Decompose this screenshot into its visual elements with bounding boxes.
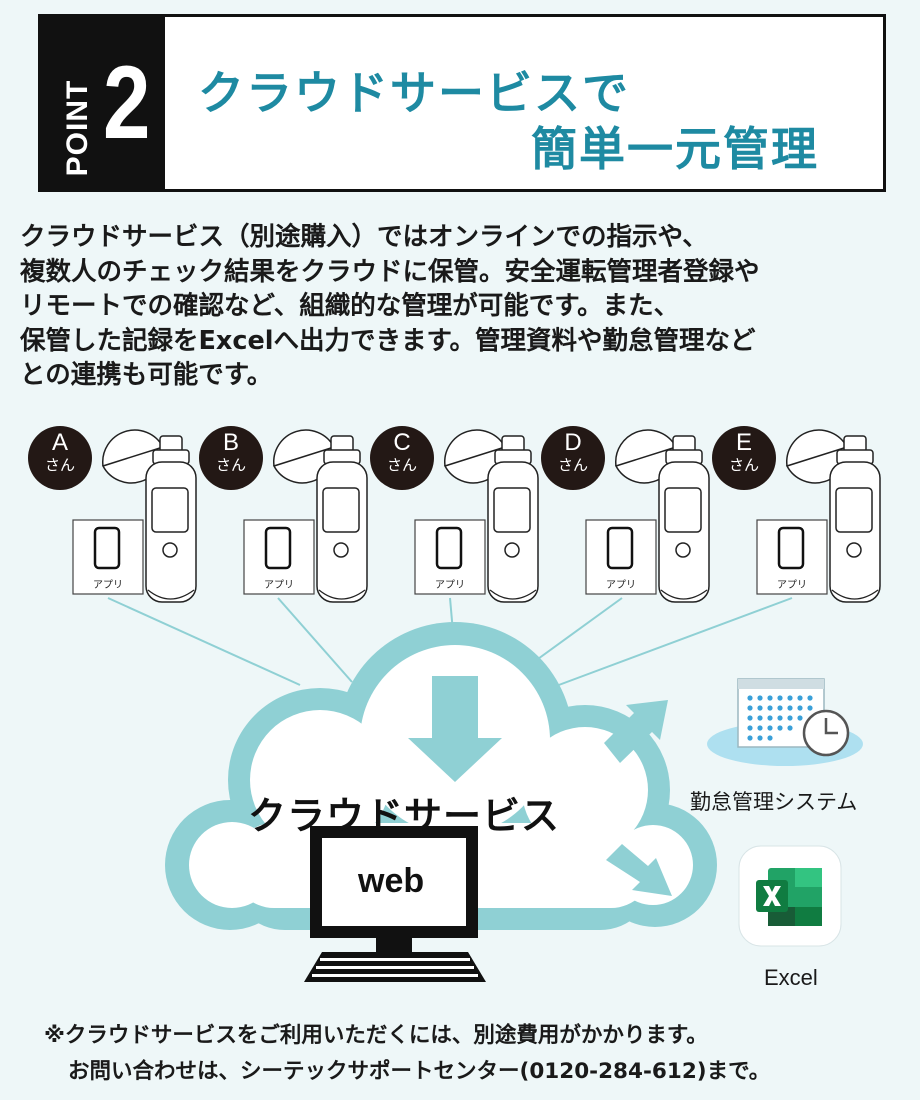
person-letter: E [735,429,752,456]
person-avatar [199,426,263,490]
app-label: アプリ [606,580,636,591]
breathalyzer-device-icon [487,435,539,603]
attendance-system-icon [707,678,863,766]
intro-line: との連携も可能です。 [20,360,273,390]
person-letter: D [564,429,582,456]
breathalyzer-device-icon [316,435,368,603]
point-badge: POINT 2 [41,17,165,189]
header-title-line1: クラウドサービスで [198,66,630,120]
arrow-to-attendance-icon [604,700,668,763]
app-label: アプリ [777,580,807,591]
note-contact: お問い合わせは、シーテックサポートセンター(0120-284-612)まで。 [68,1059,771,1084]
person-avatar [370,426,434,490]
person-group-d [541,426,710,603]
person-san: さん [44,456,75,474]
person-san: さん [557,456,588,474]
connection-line-a [107,597,301,686]
intro-line: 複数人のチェック結果をクラウドに保管。安全運転管理者登録や [20,256,760,287]
smartphone-icon [93,526,121,570]
smartphone-icon [606,526,634,570]
smartphone-icon [777,526,805,570]
person-san: さん [215,456,246,474]
person-group-e [712,426,881,603]
breathalyzer-device-icon [145,435,197,603]
person-group-c [370,426,539,603]
intro-line: リモートでの確認など、組織的な管理が可能です。また、 [20,291,680,321]
header-title-line2: 簡単一元管理 [531,122,819,176]
person-group-b [199,426,368,603]
connection-line-e [539,597,793,693]
person-san: さん [728,456,759,474]
intro-line: クラウドサービス（別途購入）ではオンラインでの指示や、 [20,222,708,252]
app-label: アプリ [435,580,465,591]
computer-icon [304,826,486,982]
person-letter: C [393,429,411,456]
attendance-system-label: 勤怠管理システム [690,790,858,814]
cloud-service-label: クラウドサービス [248,794,561,838]
connection-lines [107,597,793,693]
person-avatar [712,426,776,490]
smartphone-icon [264,526,292,570]
intro-line: 保管した記録をExcelへ出力できます。管理資料や勤怠管理など [20,325,756,356]
breathalyzer-device-icon [658,435,710,603]
person-letter: A [51,429,68,456]
point-header: POINT 2 クラウドサービスで 簡単一元管理 [38,14,886,192]
app-label: アプリ [93,580,123,591]
web-label: web [358,862,425,900]
excel-icon [738,845,842,947]
person-avatar [28,426,92,490]
people-group [28,426,881,603]
smartphone-icon [435,526,463,570]
connection-line-b [277,597,353,683]
excel-label: Excel [764,965,818,990]
app-label: アプリ [264,580,294,591]
breathalyzer-device-icon [829,435,881,603]
person-san: さん [386,456,417,474]
intro-paragraph: クラウドサービス（別途購入）ではオンラインでの指示や、 複数人のチェック結果をク… [20,220,900,393]
person-group-a [28,426,197,603]
person-letter: B [222,429,239,456]
note-fee: ※クラウドサービスをご利用いただくには、別途費用がかかります。 [44,1023,708,1048]
arrow-to-excel-icon [606,844,672,896]
point-number: 2 [103,45,151,161]
person-avatar [541,426,605,490]
down-arrow-icon [408,676,502,782]
